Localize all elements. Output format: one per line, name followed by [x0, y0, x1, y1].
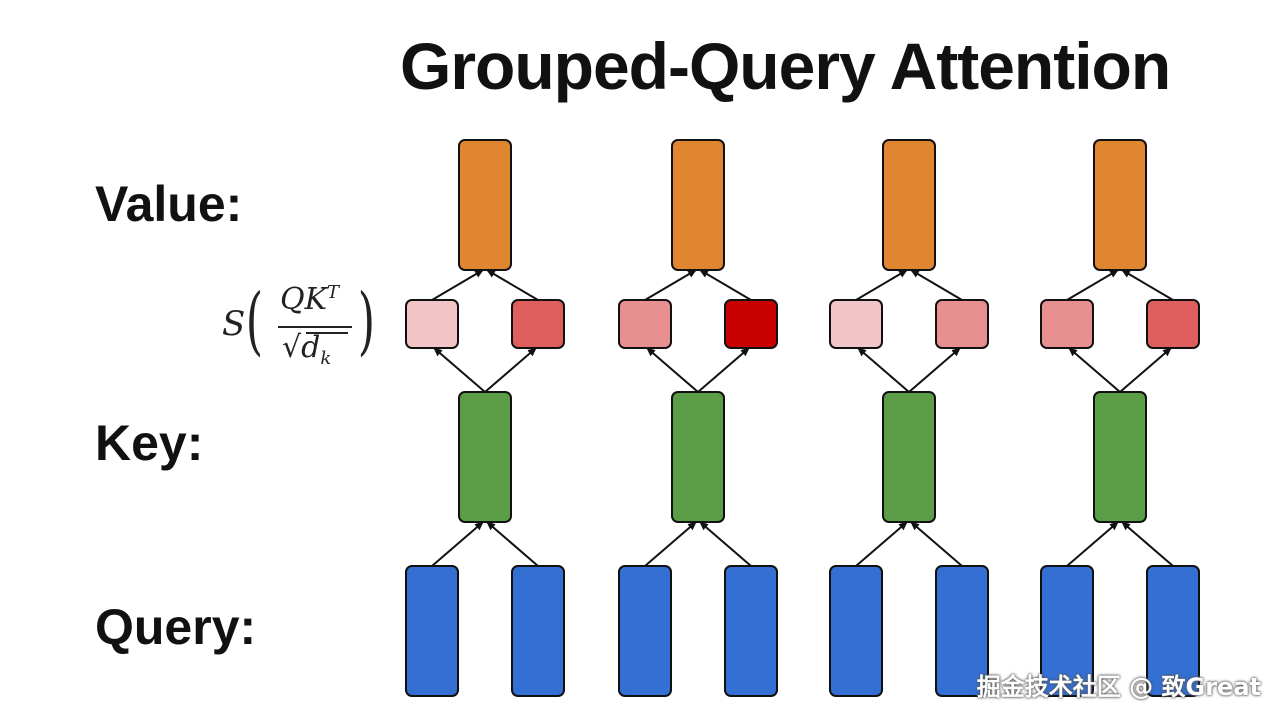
- key-row-label: Key:: [95, 415, 204, 471]
- arrow-score-value-2-b: [699, 269, 752, 301]
- key-head-2: [671, 391, 725, 523]
- query-row-label: Query:: [95, 599, 257, 655]
- arrow-key-score-1-b: [484, 347, 537, 393]
- arrow-query-key-1-a: [431, 521, 484, 567]
- arrow-query-key-3-a: [855, 521, 908, 567]
- formula-numerator: QKT: [280, 282, 340, 317]
- arrow-score-value-2-a: [644, 269, 697, 301]
- value-head-1: [458, 139, 512, 271]
- arrow-key-score-3-a: [857, 347, 910, 393]
- value-head-3: [882, 139, 936, 271]
- formula-function: S: [222, 304, 246, 344]
- diagram-title: Grouped-Query Attention: [400, 29, 1171, 103]
- key-head-1: [458, 391, 512, 523]
- attention-score-2-b: [724, 299, 778, 349]
- formula-right-paren: ): [357, 278, 376, 364]
- query-head-3-a: [829, 565, 883, 697]
- arrow-query-key-2-b: [699, 521, 752, 567]
- arrow-key-score-2-b: [697, 347, 750, 393]
- value-head-4: [1093, 139, 1147, 271]
- arrow-query-key-4-b: [1121, 521, 1174, 567]
- attention-score-4-a: [1040, 299, 1094, 349]
- query-head-1-b: [511, 565, 565, 697]
- attention-score-3-b: [935, 299, 989, 349]
- key-head-3: [882, 391, 936, 523]
- formula-left-paren: (: [245, 278, 264, 364]
- arrow-key-score-4-a: [1068, 347, 1121, 393]
- arrow-key-score-2-a: [646, 347, 699, 393]
- attention-score-1-b: [511, 299, 565, 349]
- formula-denominator: √dk: [282, 330, 332, 369]
- arrow-key-score-4-b: [1119, 347, 1172, 393]
- query-head-2-a: [618, 565, 672, 697]
- attention-score-formula: S ( QKT √dk ): [222, 278, 382, 377]
- arrow-score-value-3-a: [855, 269, 908, 301]
- query-head-2-b: [724, 565, 778, 697]
- arrow-query-key-2-a: [644, 521, 697, 567]
- arrow-score-value-4-b: [1121, 269, 1174, 301]
- arrow-query-key-3-b: [910, 521, 963, 567]
- arrow-query-key-1-b: [486, 521, 539, 567]
- arrow-score-value-1-a: [431, 269, 484, 301]
- arrow-key-score-3-b: [908, 347, 961, 393]
- key-head-4: [1093, 391, 1147, 523]
- attention-score-2-a: [618, 299, 672, 349]
- arrow-score-value-4-a: [1066, 269, 1119, 301]
- arrow-score-value-1-b: [486, 269, 539, 301]
- attention-score-3-a: [829, 299, 883, 349]
- arrow-query-key-4-a: [1066, 521, 1119, 567]
- value-head-2: [671, 139, 725, 271]
- formula-sqrt-bar: [306, 332, 348, 334]
- formula-fraction-bar: [278, 326, 352, 328]
- query-head-1-a: [405, 565, 459, 697]
- attention-score-1-a: [405, 299, 459, 349]
- arrow-score-value-3-b: [910, 269, 963, 301]
- value-row-label: Value:: [95, 176, 243, 232]
- watermark: 掘金技术社区 @ 致Great: [976, 673, 1261, 701]
- arrow-key-score-1-a: [433, 347, 486, 393]
- attention-score-4-b: [1146, 299, 1200, 349]
